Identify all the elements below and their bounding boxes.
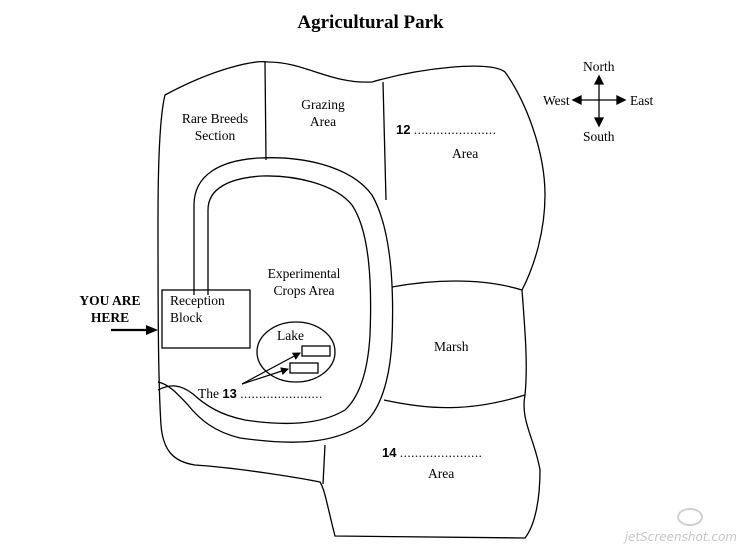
park-outer-boundary	[157, 61, 546, 539]
compass-west: West	[543, 93, 570, 108]
reception-line2: Block	[170, 310, 203, 325]
grazing-line2: Area	[309, 114, 337, 129]
experimental-crops-label: Experimental Crops Area	[258, 265, 350, 299]
question-12-blank[interactable]: ......................	[413, 122, 497, 137]
lake-arrows-icon	[241, 352, 301, 385]
compass-south: South	[583, 129, 615, 144]
divider-marsh-area14	[383, 394, 526, 409]
lake-island-1	[301, 345, 331, 357]
question-14-blank[interactable]: ......................	[399, 445, 483, 460]
marsh-label: Marsh	[434, 339, 469, 354]
grazing-area-label: Grazing Area	[288, 96, 358, 130]
grazing-line1: Grazing	[301, 97, 345, 112]
question-12: 12 ......................	[396, 121, 496, 138]
lake-label: Lake	[277, 328, 304, 343]
reception-block	[161, 289, 251, 349]
compass-east: East	[630, 93, 654, 108]
arrow-right-head	[146, 325, 158, 335]
rare-breeds-label: Rare Breeds Section	[172, 110, 258, 144]
question-13-blank[interactable]: ......................	[240, 386, 323, 401]
question-12-number: 12	[396, 122, 411, 137]
you-are-here-label: YOU ARE HERE	[72, 292, 148, 326]
compass-north: North	[583, 59, 615, 74]
question-13-number: 13	[222, 386, 237, 401]
experimental-line1: Experimental	[267, 266, 341, 281]
track-inner-edge	[157, 175, 372, 425]
diagram-title: Agricultural Park	[297, 12, 444, 33]
experimental-line2: Crops Area	[273, 283, 335, 298]
track-outer-edge	[157, 157, 394, 443]
divider-area12-marsh	[391, 280, 523, 291]
question-13-prefix: The	[198, 386, 219, 401]
rare-breeds-line2: Section	[194, 128, 236, 143]
question-14-number: 14	[382, 445, 397, 460]
you-are-here-line2: HERE	[90, 310, 130, 325]
watermark-logo-icon	[677, 508, 703, 526]
lake-island-2	[289, 362, 319, 374]
question-14: 14 ......................	[382, 444, 482, 461]
watermark: jetScreenshot.com	[624, 530, 737, 544]
question-14-area: Area	[428, 466, 455, 481]
reception-block-label: Reception Block	[170, 292, 225, 326]
compass-icon	[571, 74, 627, 128]
lake-ellipse	[256, 321, 336, 383]
divider-grazing-area12	[382, 81, 387, 201]
divider-area14	[322, 444, 326, 485]
question-12-area: Area	[452, 146, 479, 161]
question-13: The 13 ......................	[198, 385, 323, 402]
rare-breeds-line1: Rare Breeds	[181, 111, 249, 126]
reception-line1: Reception	[170, 293, 225, 308]
you-are-here-line1: YOU ARE	[79, 293, 141, 308]
divider-rare-grazing	[264, 61, 267, 161]
